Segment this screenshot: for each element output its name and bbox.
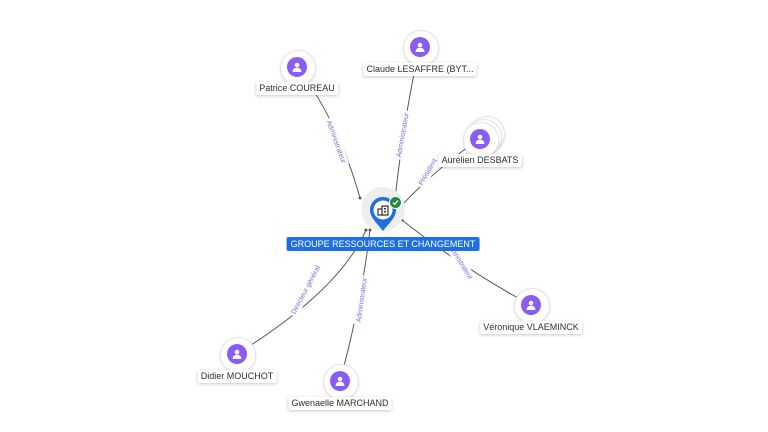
relation-label-bg xyxy=(322,117,350,167)
relation-label: Directeur général xyxy=(291,264,323,315)
person-label[interactable]: Patrice COUREAU xyxy=(256,82,338,95)
relation-edge xyxy=(401,219,532,306)
person-icon xyxy=(227,344,247,364)
relation-label-bg xyxy=(415,154,441,190)
edge-arrow xyxy=(358,196,362,200)
person-icon xyxy=(287,57,307,77)
relation-label-bg xyxy=(353,274,371,326)
relation-label: Administrateur xyxy=(325,120,347,165)
person-label[interactable]: Claude LESAFFRE (BYT... xyxy=(363,63,477,76)
person-icon xyxy=(470,129,490,149)
person-label[interactable]: Aurélien DESBATS xyxy=(438,154,522,167)
person-icon xyxy=(410,37,430,57)
edge-arrow xyxy=(364,228,368,232)
check-icon xyxy=(389,196,402,209)
relation-label-bg xyxy=(393,109,413,161)
person-label[interactable]: Didier MOUCHOT xyxy=(197,370,277,383)
relation-label-bg xyxy=(288,262,324,318)
person-label[interactable]: Gwenaelle MARCHAND xyxy=(288,397,392,410)
edge-arrow xyxy=(368,228,372,232)
person-icon xyxy=(521,295,541,315)
person-label[interactable]: Véronique VLAEMINCK xyxy=(480,321,582,334)
company-label[interactable]: GROUPE RESSOURCES ET CHANGEMENT xyxy=(286,237,480,251)
person-icon xyxy=(330,371,350,391)
